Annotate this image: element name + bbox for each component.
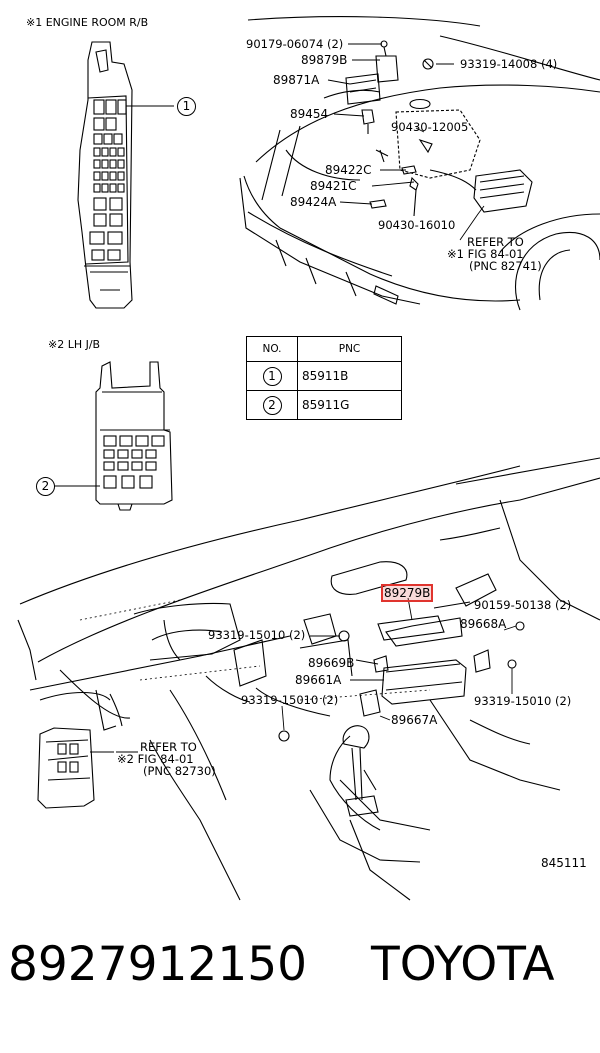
part-label[interactable]: 93319-15010 (2) — [474, 694, 572, 708]
part-label[interactable]: 89421C — [310, 179, 357, 193]
vehicle-front-illustration — [239, 16, 600, 311]
refer-text[interactable]: ※2 FIG 84-01 — [117, 752, 194, 766]
part-label[interactable]: 89454 — [290, 107, 329, 121]
part-label[interactable]: 93319-15010 (2) — [208, 628, 306, 642]
diagram-number: 845111 — [541, 856, 587, 870]
ecu-module — [278, 615, 525, 742]
part-label[interactable]: 90159-50138 (2) — [474, 598, 572, 612]
table-row: 1 85911B — [246, 361, 402, 391]
part-label[interactable]: 90430-12005 — [391, 120, 469, 134]
part-label[interactable]: 89669B — [308, 656, 355, 670]
engine-room-relay-block — [77, 41, 174, 309]
refer-text: (PNC 82730) — [143, 764, 216, 778]
part-label[interactable]: 89661A — [295, 673, 342, 687]
highlighted-part-label[interactable]: 89279B — [380, 584, 434, 602]
table-row-no: 1 — [262, 366, 282, 386]
part-label[interactable]: 89667A — [391, 713, 438, 727]
part-label[interactable]: 89871A — [273, 73, 320, 87]
part-label[interactable]: 89422C — [325, 163, 372, 177]
refer-text: REFER TO — [467, 235, 524, 249]
part-label[interactable]: 89668A — [460, 617, 507, 631]
lh-jb-header: ※2 LH J/B — [48, 338, 101, 351]
refer-text: (PNC 82741) — [469, 259, 542, 273]
sensor-hardware — [345, 40, 434, 217]
refer-text[interactable]: ※1 FIG 84-01 — [447, 247, 524, 261]
table-header-no: NO. — [246, 336, 298, 362]
part-number-title: 8927912150 — [8, 937, 308, 992]
engine-room-rb-header: ※1 ENGINE ROOM R/B — [26, 16, 149, 29]
leader-lines-top — [327, 43, 485, 241]
shift-lever — [342, 725, 379, 817]
dashboard-illustration — [17, 457, 600, 901]
table-row-no: 2 — [262, 395, 282, 415]
refer-text: REFER TO — [140, 740, 197, 754]
part-label[interactable]: 90179-06074 (2) — [246, 37, 344, 51]
part-label[interactable]: 89879B — [301, 53, 348, 67]
leader-lines-bottom — [116, 597, 517, 753]
part-label[interactable]: 93319-14008 (4) — [460, 57, 558, 71]
hidden-lines — [79, 599, 431, 701]
brand-name: TOYOTA — [371, 937, 555, 992]
table-row-pnc: 85911B — [297, 361, 402, 391]
table-header-pnc: PNC — [297, 336, 402, 362]
part-label[interactable]: 90430-16010 — [378, 218, 456, 232]
dash-junction-block — [37, 727, 114, 809]
lh-junction-block — [54, 361, 173, 511]
pnc-table: NO. PNC 1 85911B 2 85911G — [246, 336, 402, 420]
callout-2: 2 — [36, 477, 55, 496]
table-row-pnc: 85911G — [297, 390, 402, 420]
callout-1: 1 — [177, 97, 196, 116]
table-row: 2 85911G — [246, 390, 402, 420]
part-label[interactable]: 89424A — [290, 195, 337, 209]
part-label[interactable]: 93319-15010 (2) — [241, 693, 339, 707]
